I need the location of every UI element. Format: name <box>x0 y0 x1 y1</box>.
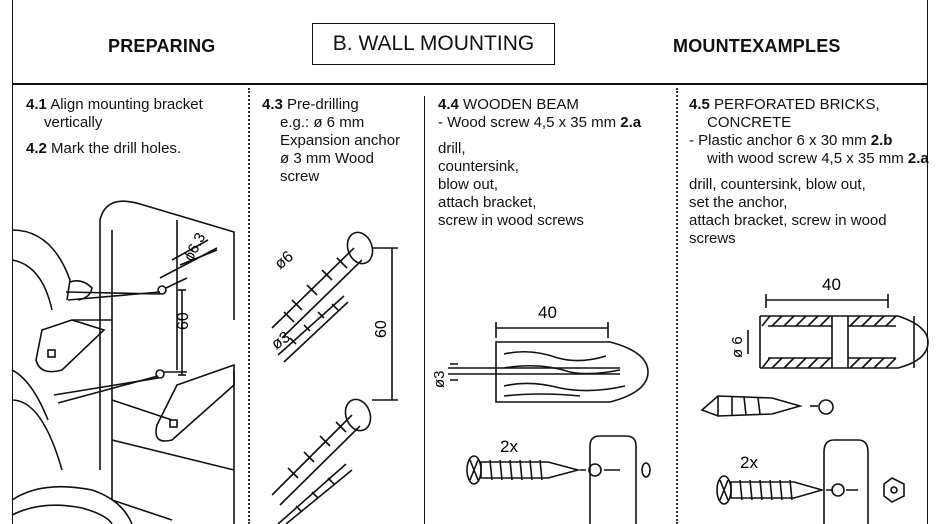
spec-ref: 2.b <box>870 132 893 149</box>
col-predrilling: 4.3 Pre-drilling e.g.: ø 6 mm Expansion … <box>262 96 400 186</box>
dimension-label: 40 <box>822 275 841 294</box>
step-item: drill, countersink, blow out, <box>689 176 866 193</box>
column-divider-1 <box>248 88 250 524</box>
header-mountexamples: MOUNTEXAMPLES <box>673 36 841 56</box>
col-wooden-beam: 4.4 WOODEN BEAM - Wood screw 4,5 x 35 mm… <box>438 96 641 230</box>
column-divider-3 <box>676 88 678 524</box>
step-text: screw <box>280 168 320 185</box>
step-number: 4.5 <box>689 96 710 113</box>
step-item: drill, <box>438 140 466 157</box>
spec-text: with wood screw 4,5 x 35 mm <box>707 150 904 167</box>
step-list: drill, countersink, blow out, attach bra… <box>438 140 641 230</box>
header-wall-mounting: B. WALL MOUNTING <box>312 23 555 65</box>
spec-ref: 2.a <box>907 150 929 167</box>
step-text: Expansion anchor <box>280 132 401 149</box>
step-title: PERFORATED BRICKS, <box>714 96 880 113</box>
col-perforated-bricks: 4.5 PERFORATED BRICKS, CONCRETE - Plasti… <box>689 96 929 248</box>
step-number: 4.4 <box>438 96 459 113</box>
perforated-brick-illustration: 40 ø 6 2x <box>700 275 929 524</box>
step-title: WOODEN BEAM <box>463 96 579 113</box>
quantity-label: 2x <box>500 437 518 456</box>
dimension-label: ø3 <box>269 329 294 354</box>
dimension-label: 40 <box>538 303 557 322</box>
step-text: Align mounting bracket <box>50 96 203 113</box>
dimension-label: 60 <box>175 312 192 330</box>
step-item: screw in wood screws <box>438 212 584 229</box>
step-title: CONCRETE <box>707 114 792 131</box>
dimension-label: ϕ6.3 <box>181 230 210 264</box>
dimension-label: ø3 <box>431 370 448 388</box>
wooden-beam-illustration: 40 ø3 2x <box>431 303 651 524</box>
quantity-label: 2x <box>740 453 758 472</box>
step-number: 4.1 <box>26 96 47 113</box>
header-divider <box>12 83 928 85</box>
step-text: ø 3 mm Wood <box>280 150 374 167</box>
page-frame <box>12 0 928 524</box>
dimension-label: ø6 <box>272 248 297 273</box>
spec-text: - Wood screw 4,5 x 35 mm <box>438 114 617 131</box>
dimension-label: ø 6 <box>729 336 746 358</box>
step-item: screws <box>689 230 736 247</box>
step-item: attach bracket, screw in wood <box>689 212 887 229</box>
step-item: countersink, <box>438 158 519 175</box>
column-divider-2 <box>424 96 425 524</box>
bracket-marking-illustration: 60 ϕ6.3 <box>11 200 235 524</box>
step-text: e.g.: ø 6 mm <box>280 114 365 131</box>
spec-ref: 2.a <box>620 114 642 131</box>
step-number: 4.2 <box>26 140 47 157</box>
step-text: vertically <box>44 114 103 131</box>
step-item: attach bracket, <box>438 194 537 211</box>
step-text: Pre-drilling <box>287 96 359 113</box>
step-item: blow out, <box>438 176 499 193</box>
header-preparing: PREPARING <box>108 36 216 56</box>
step-list: drill, countersink, blow out, set the an… <box>689 176 929 248</box>
dimension-label: 60 <box>373 320 390 338</box>
drill-bits-illustration: ø6 ø3 60 <box>269 231 398 524</box>
col-preparing: 4.1 Align mounting bracket vertically 4.… <box>26 96 203 158</box>
step-number: 4.3 <box>262 96 283 113</box>
spec-text: - Plastic anchor 6 x 30 mm <box>689 132 867 149</box>
step-item: set the anchor, <box>689 194 788 211</box>
step-text: Mark the drill holes. <box>51 140 182 157</box>
